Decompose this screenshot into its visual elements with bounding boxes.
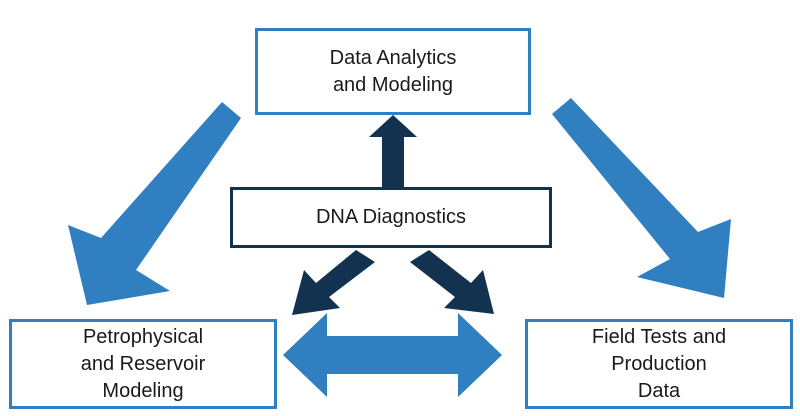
box-field-tests-label: Field Tests and Production Data [591,325,727,402]
box-field-tests: Field Tests and Production Data [525,319,793,409]
box-data-analytics: Data Analytics and Modeling [255,28,531,115]
box-data-analytics-label: Data Analytics and Modeling [329,46,457,96]
arrow-left-right-double [283,313,502,397]
box-dna-diagnostics: DNA Diagnostics [230,187,552,248]
arrow-top-to-right [552,98,731,298]
box-petrophysical-label: Petrophysical and Reservoir Modeling [80,325,206,402]
box-petrophysical: Petrophysical and Reservoir Modeling [9,319,277,409]
box-dna-diagnostics-label: DNA Diagnostics [315,206,467,228]
arrow-top-to-left [68,102,241,305]
arrow-center-to-left [292,250,375,315]
arrow-center-to-top [369,115,417,187]
arrow-center-to-right [410,250,494,314]
